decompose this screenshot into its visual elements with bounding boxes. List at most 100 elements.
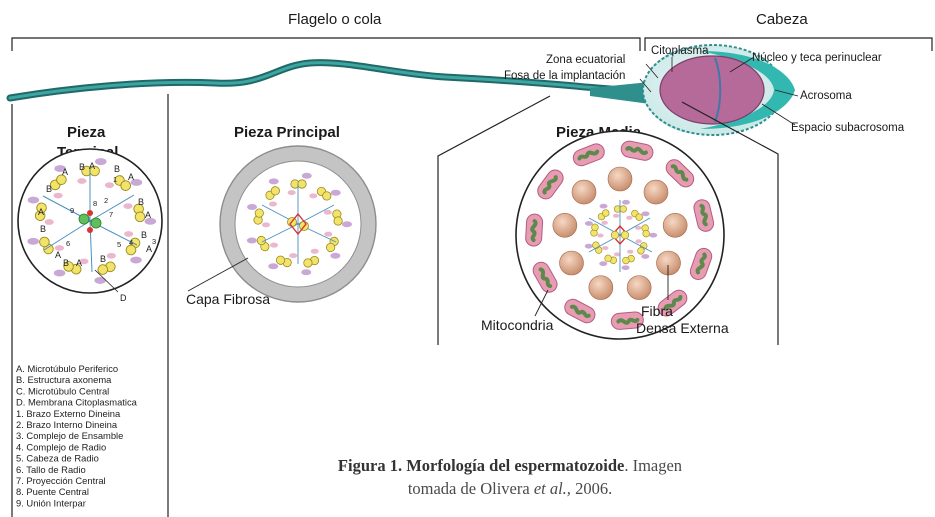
legend-item: 4. Complejo de Radio: [16, 441, 106, 452]
dynein-arm: [270, 242, 279, 248]
dynein-arm: [330, 252, 341, 259]
dynein-arm: [289, 253, 298, 259]
terminal-marker-B: B: [138, 197, 144, 207]
terminal-marker-n2: 2: [104, 196, 108, 205]
dynein-arm: [301, 269, 312, 276]
dynein-arm: [79, 258, 89, 265]
cabeza-label: Cabeza: [756, 11, 808, 28]
terminal-marker-A: A: [38, 207, 44, 217]
dynein-arm: [627, 249, 634, 254]
legend-item: 8. Puente Central: [16, 486, 89, 497]
dynein-arm: [268, 201, 277, 207]
flagelo-label: Flagelo o cola: [288, 11, 382, 28]
dynein-arm: [95, 158, 107, 166]
dynein-arm: [599, 261, 608, 267]
terminal-marker-B: B: [40, 224, 46, 234]
dynein-arm: [44, 219, 54, 225]
dynein-arm: [104, 182, 115, 189]
dynein-arm: [324, 231, 333, 237]
terminal-marker-n8: 8: [93, 199, 97, 208]
dynein-arm: [247, 203, 258, 210]
legend-item: C. Microtúbulo Central: [16, 385, 109, 396]
dynein-arm: [641, 211, 650, 217]
dynein-arm: [613, 252, 621, 257]
midpiece-neck: [590, 82, 650, 104]
mitochondrion: [523, 211, 546, 249]
capa-fibrosa-leader: [187, 257, 249, 292]
legend-item: B. Estructura axonema: [16, 374, 112, 385]
dynein-arm: [53, 269, 66, 277]
terminal-marker-A: A: [128, 172, 134, 182]
dynein-arm: [123, 203, 133, 209]
dynein-arm: [27, 196, 40, 204]
media-bracket: [437, 95, 779, 345]
dynein-arm: [246, 237, 257, 244]
dynein-arm: [626, 215, 633, 220]
terminal-marker-B: B: [79, 162, 85, 172]
outer-dense-fiber: [552, 212, 578, 238]
dynein-arm: [287, 190, 296, 196]
terminal-marker-B: B: [46, 184, 52, 194]
outer-dense-fiber: [571, 179, 597, 205]
legend-item: 1. Brazo Externo Dineina: [16, 408, 121, 419]
flagelo-bracket: [11, 37, 641, 51]
dynein-arm: [621, 199, 630, 205]
legend-item: A. Microtúbulo Periferico: [16, 363, 118, 374]
dynein-arm: [124, 231, 134, 237]
terminal-cross-section: [17, 148, 163, 294]
caption-rest: . Imagen: [624, 456, 683, 475]
outer-dense-fiber: [588, 275, 614, 300]
terminal-marker-n4: 4: [129, 238, 133, 247]
zona-ecuatorial-label: Zona ecuatorial: [546, 54, 625, 66]
sperm-head: [642, 44, 795, 136]
caption-etal: et al.,: [533, 479, 571, 498]
caption-source: tomada de Olivera: [407, 479, 534, 498]
legend-item: 3. Complejo de Ensamble: [16, 430, 123, 441]
dynein-arm: [341, 221, 352, 228]
espacio-label: Espacio subacrosoma: [791, 122, 905, 134]
terminal-marker-n6: 6: [66, 239, 70, 248]
dynein-arm: [602, 245, 609, 250]
peripheral-doublet: [290, 179, 307, 189]
media-cross-section: [515, 130, 725, 340]
dynein-arm: [584, 243, 593, 249]
terminal-marker-B: B: [114, 164, 120, 174]
acrosoma-label: Acrosoma: [800, 90, 852, 102]
legend-item: 6. Tallo de Radio: [16, 464, 86, 475]
outer-dense-fiber: [643, 179, 669, 205]
dynein-arm: [130, 179, 143, 186]
capa-fibrosa-label: Capa Fibrosa: [186, 291, 270, 307]
caption-title: Figura 1. Morfología del espermatozoide: [337, 456, 625, 475]
terminal-marker-A: A: [146, 244, 152, 254]
dynein-arm: [323, 209, 332, 215]
outer-dense-fiber: [656, 250, 681, 276]
outer-dense-fiber: [626, 275, 652, 300]
terminal-marker-n9: 9: [70, 206, 74, 215]
dynein-arm: [612, 213, 620, 218]
terminal-marker-A: A: [145, 210, 151, 220]
dynein-arm: [301, 172, 312, 179]
dynein-arm: [584, 221, 593, 226]
dynein-arm: [54, 165, 66, 173]
terminal-marker-B: B: [63, 258, 69, 268]
principal-cross-section: [219, 145, 377, 303]
pieza-principal-label: Pieza Principal: [234, 124, 340, 141]
dynein-arm: [649, 232, 658, 238]
flagellum-highlight: [8, 61, 650, 100]
legend-item: D. Membrana Citoplasmatica: [16, 397, 138, 408]
dynein-arm: [262, 222, 271, 228]
dynein-arm: [330, 189, 341, 196]
dynein-arm: [268, 178, 279, 185]
dynein-arm: [130, 256, 142, 264]
terminal-marker-n7: 7: [109, 210, 113, 219]
dynein-arm: [27, 237, 39, 245]
d-marker: D: [120, 293, 127, 303]
terminal-marker-n5: 5: [117, 240, 121, 249]
legend-item: 2. Brazo Interno Dineina: [16, 419, 118, 430]
figure-caption: Figura 1. Morfología del espermatozoide.…: [200, 454, 820, 500]
fibra-label-1: Fibra: [641, 303, 673, 319]
outer-dense-fiber: [559, 250, 584, 276]
legend-item: 9. Unión Interpar: [16, 497, 86, 508]
caption-line-2: tomada de Olivera et al., 2006.: [200, 477, 820, 500]
